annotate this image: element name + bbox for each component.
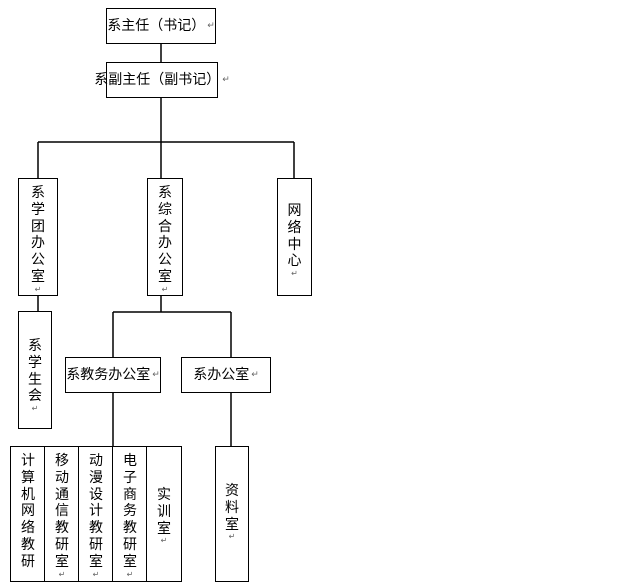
paragraph-mark-icon: ↵	[228, 532, 236, 542]
research-group-label: 计算机网络教研	[21, 453, 35, 570]
node-archive-room-label: 资料室	[225, 483, 239, 533]
research-group-label: 实训室	[157, 487, 171, 537]
paragraph-mark-icon: ↵	[34, 284, 42, 294]
research-group-label: 电子商务教研室	[123, 453, 137, 570]
node-network-center-label: 网络中心	[287, 203, 302, 270]
node-research-group-2: 动漫设计教研室↵	[78, 446, 114, 582]
node-dept-office: 系办公室↵	[181, 357, 271, 393]
node-research-group-4: 实训室↵	[146, 446, 182, 582]
paragraph-mark-icon: ↵	[161, 284, 169, 294]
paragraph-mark-icon: ↵	[222, 74, 230, 85]
node-deputy-head-label: 系副主任（副书记）	[94, 71, 221, 88]
paragraph-mark-icon: ↵	[31, 404, 39, 414]
paragraph-mark-icon: ↵	[152, 369, 160, 380]
paragraph-mark-icon: ↵	[291, 269, 298, 279]
node-research-group-3: 电子商务教研室↵	[112, 446, 148, 582]
paragraph-mark-icon: ↵	[126, 569, 134, 579]
research-group-label: 动漫设计教研室	[89, 453, 103, 570]
node-academic-office: 系教务办公室↵	[65, 357, 161, 393]
node-research-group-1: 移动通信教研室↵	[44, 446, 80, 582]
node-student-union-label: 系学生会	[28, 338, 42, 405]
node-network-center: 网络中心↵	[277, 178, 312, 296]
node-research-group-0: 计算机网络教研	[10, 446, 46, 582]
node-archive-room: 资料室↵	[215, 446, 249, 582]
node-student-union: 系学生会↵	[18, 311, 52, 429]
node-dept-head: 系主任（书记）↵	[106, 8, 216, 44]
paragraph-mark-icon: ↵	[92, 569, 100, 579]
paragraph-mark-icon: ↵	[207, 20, 215, 31]
node-deputy-head: 系副主任（副书记）↵	[94, 62, 230, 98]
node-dept-head-label: 系主任（书记）	[107, 17, 206, 34]
paragraph-mark-icon: ↵	[160, 536, 168, 546]
node-dept-office-label: 系办公室	[193, 366, 250, 383]
node-general-office: 系综合办公室↵	[147, 178, 183, 296]
paragraph-mark-icon: ↵	[58, 569, 66, 579]
node-student-group-office-label: 系学团办公室	[31, 185, 45, 285]
node-academic-office-label: 系教务办公室	[66, 366, 151, 383]
research-group-label: 移动通信教研室	[55, 453, 69, 570]
node-general-office-label: 系综合办公室	[158, 185, 172, 285]
paragraph-mark-icon: ↵	[251, 369, 259, 380]
node-student-group-office: 系学团办公室↵	[18, 178, 58, 296]
